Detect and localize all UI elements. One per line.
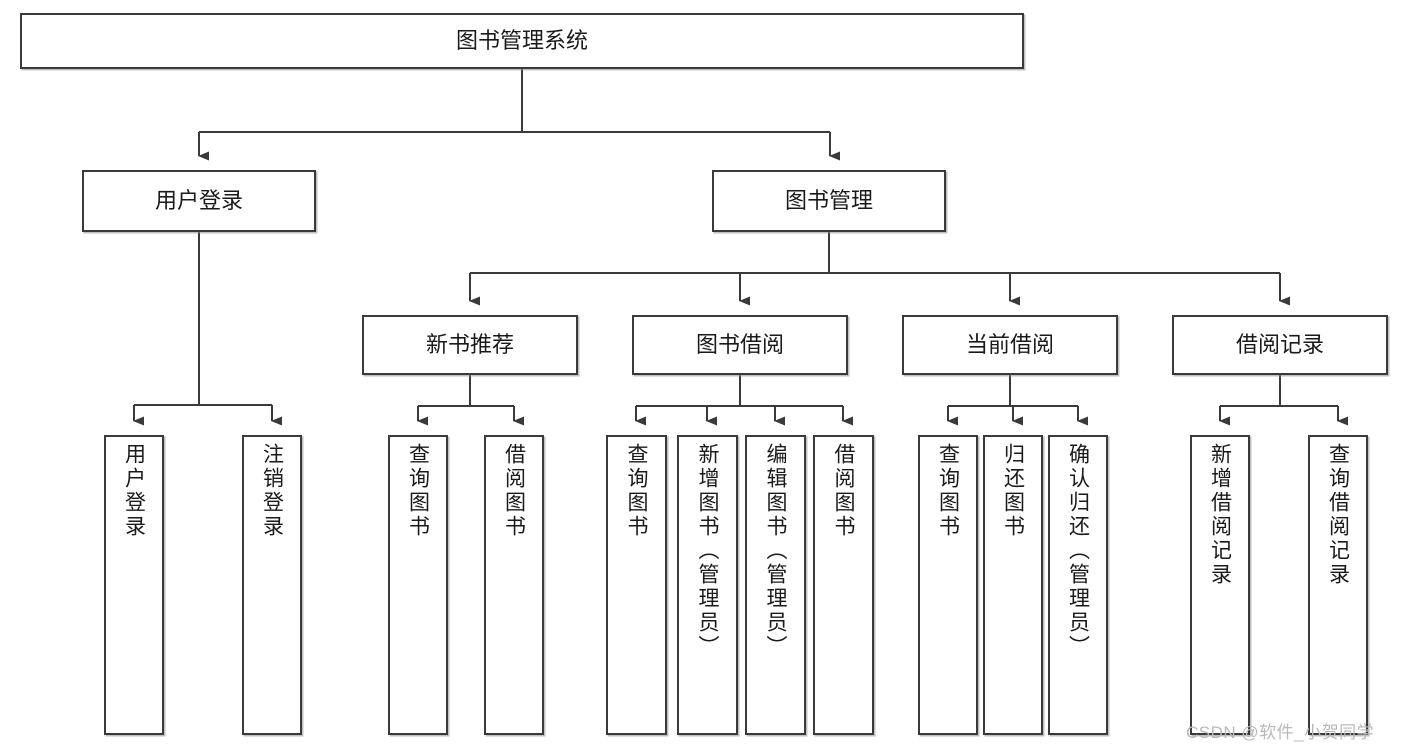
node-leaf-borrow-book-1-label: 借阅图书: [502, 443, 526, 539]
node-book-borrow[interactable]: 图书借阅: [632, 315, 848, 375]
node-borrow-record-label: 借阅记录: [1235, 332, 1324, 358]
node-leaf-return-book-label: 归还图书: [1001, 443, 1025, 539]
node-leaf-user-logout-label: 注销登录: [260, 443, 284, 539]
node-leaf-query-book-2[interactable]: 查询图书: [606, 435, 667, 735]
node-leaf-user-logout[interactable]: 注销登录: [242, 435, 302, 735]
node-root-label: 图书管理系统: [455, 28, 588, 54]
node-book-manage[interactable]: 图书管理: [712, 170, 946, 232]
node-leaf-borrow-book-1[interactable]: 借阅图书: [484, 435, 544, 735]
node-leaf-add-book-label: 新增图书（管理员）: [696, 443, 719, 659]
node-user-login-label: 用户登录: [154, 188, 243, 214]
node-leaf-query-book-2-label: 查询图书: [625, 443, 648, 539]
node-leaf-add-record[interactable]: 新增借阅记录: [1190, 435, 1250, 735]
node-leaf-confirm-return[interactable]: 确认归还（管理员）: [1048, 435, 1108, 735]
node-leaf-user-login-label: 用户登录: [122, 443, 146, 539]
node-leaf-borrow-book-2-label: 借阅图书: [832, 443, 855, 539]
node-leaf-borrow-book-2[interactable]: 借阅图书: [813, 435, 874, 735]
node-current-borrow[interactable]: 当前借阅: [902, 315, 1118, 375]
node-leaf-query-book-1-label: 查询图书: [406, 443, 430, 539]
node-leaf-query-book-3-label: 查询图书: [936, 443, 960, 539]
node-leaf-user-login[interactable]: 用户登录: [104, 435, 164, 735]
node-leaf-query-record[interactable]: 查询借阅记录: [1308, 435, 1368, 735]
node-leaf-add-record-label: 新增借阅记录: [1208, 443, 1232, 587]
node-new-book-recommend[interactable]: 新书推荐: [362, 315, 578, 375]
node-book-manage-label: 图书管理: [784, 188, 873, 214]
node-leaf-edit-book[interactable]: 编辑图书（管理员）: [745, 435, 806, 735]
node-leaf-return-book[interactable]: 归还图书: [983, 435, 1043, 735]
node-user-login[interactable]: 用户登录: [82, 170, 316, 232]
watermark-text: CSDN @软件_小贺同学: [1186, 723, 1375, 742]
node-borrow-record[interactable]: 借阅记录: [1172, 315, 1388, 375]
node-leaf-confirm-return-label: 确认归还（管理员）: [1066, 443, 1090, 659]
node-leaf-edit-book-label: 编辑图书（管理员）: [764, 443, 787, 659]
node-current-borrow-label: 当前借阅: [965, 332, 1054, 358]
node-leaf-query-record-label: 查询借阅记录: [1326, 443, 1350, 587]
node-new-book-recommend-label: 新书推荐: [425, 332, 514, 358]
node-book-borrow-label: 图书借阅: [695, 332, 784, 358]
node-root[interactable]: 图书管理系统: [20, 13, 1024, 69]
node-leaf-query-book-1[interactable]: 查询图书: [388, 435, 448, 735]
node-leaf-add-book[interactable]: 新增图书（管理员）: [677, 435, 738, 735]
node-leaf-query-book-3[interactable]: 查询图书: [918, 435, 978, 735]
